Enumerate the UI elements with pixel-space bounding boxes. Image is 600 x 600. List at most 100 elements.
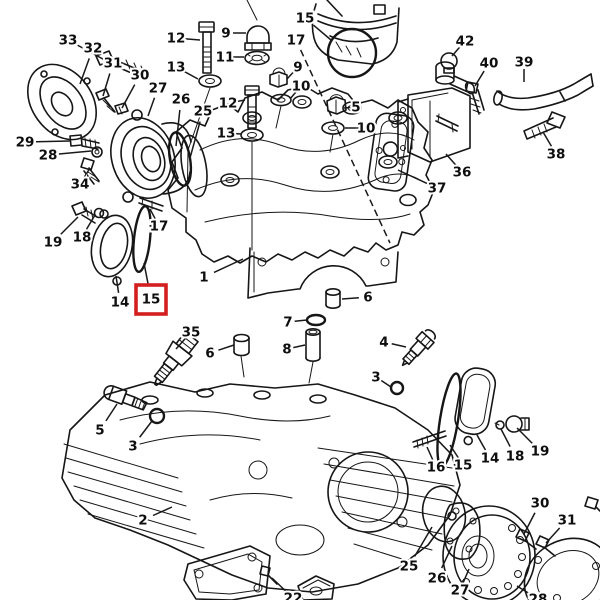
- plug-part-5a: [103, 385, 148, 411]
- ring-part-18b: [494, 420, 505, 430]
- carb-joint-part-27: [110, 109, 192, 203]
- leader-line-17: [149, 208, 157, 221]
- leader-line-14: [476, 434, 487, 451]
- cylinder-head-cover-part-1: [167, 85, 435, 299]
- part-callout-5: 5: [95, 423, 104, 439]
- leader-line-32: [79, 58, 90, 85]
- part-callout-6: 6: [363, 290, 372, 306]
- leader-line-40: [474, 70, 485, 87]
- leader-line-3: [380, 379, 392, 388]
- gasket-ring-part-25: [180, 134, 208, 198]
- part-callout-14: 14: [111, 295, 130, 311]
- leader-line-13: [183, 70, 199, 80]
- part-callout-9: 9: [221, 26, 230, 42]
- part-callout-8: 8: [282, 342, 291, 358]
- leader-line-14: [115, 275, 120, 294]
- part-callout-15: 15: [454, 458, 473, 474]
- part-callout-40: 40: [480, 56, 499, 72]
- cap-nut-part-9a: [244, 25, 272, 51]
- part-callout-27: 27: [451, 583, 470, 599]
- plug-part-19b: [505, 415, 530, 433]
- part-callout-42: 42: [456, 34, 475, 50]
- part-callout-25: 25: [194, 104, 213, 120]
- leader-line-15: [449, 444, 460, 459]
- leader-line-10: [289, 90, 298, 100]
- nut-part-30: [114, 102, 129, 115]
- screw-part-31b: [535, 535, 556, 557]
- bolt-part-34: [80, 157, 100, 185]
- leader-line-19: [60, 216, 79, 235]
- leader-line-19: [516, 427, 533, 444]
- o-ring-part-3a: [389, 380, 405, 396]
- leader-line-31: [102, 73, 111, 97]
- part-callout-17: 17: [150, 219, 169, 235]
- leader-line-35: [175, 337, 187, 350]
- leader-line-28: [516, 585, 532, 596]
- washer-part-11a: [244, 50, 270, 66]
- bolt-part-12b: [244, 85, 260, 129]
- washer-part-10a: [270, 93, 292, 129]
- stud-part-17-right: [435, 113, 459, 133]
- leader-line-18: [500, 428, 511, 447]
- leader-line-36: [445, 153, 457, 167]
- bolt-part-31: [95, 88, 116, 113]
- leader-line-28: [58, 150, 92, 155]
- cylinder-head-part-2: [61, 381, 461, 593]
- part-callout-11: 11: [216, 50, 235, 66]
- intake-boot-top: [311, 0, 400, 65]
- part-callout-28: 28: [39, 148, 58, 164]
- sensor-part-4: [401, 329, 437, 367]
- leader-line-16: [426, 446, 434, 461]
- part-callout-35: 35: [182, 325, 201, 341]
- part-callout-37: 37: [428, 181, 447, 197]
- part-callout-18: 18: [506, 449, 525, 465]
- leader-line-18: [85, 214, 96, 230]
- part-callout-9: 9: [293, 60, 302, 76]
- breather-box-part-36: [397, 61, 476, 163]
- cap-nut-part-9b: [269, 67, 288, 88]
- part-callout-6: 6: [205, 346, 214, 362]
- part-callout-17: 17: [287, 33, 306, 49]
- oval-cover-part-32: [26, 63, 98, 141]
- leader-line-27: [147, 97, 156, 117]
- leader-line-12: [233, 99, 246, 103]
- cap-cover-part-14a: [90, 209, 134, 286]
- leader-line-9: [286, 70, 295, 80]
- stud-part-17-left: [138, 196, 164, 212]
- part-callout-33: 33: [59, 33, 78, 49]
- tube-part-8: [305, 327, 321, 384]
- hose-part-39: [493, 73, 594, 111]
- part-callout-18: 18: [73, 230, 92, 246]
- leader-line-13: [231, 132, 242, 135]
- part-callout-7: 7: [283, 315, 292, 331]
- part-callout-19: 19: [531, 444, 550, 460]
- leader-line-26: [440, 545, 453, 569]
- leader-line-1: [213, 258, 244, 274]
- leader-line-33: [77, 44, 113, 65]
- gasket-part-37: [367, 112, 415, 192]
- o-ring-part-28: [91, 146, 103, 158]
- leader-line-6: [341, 296, 359, 300]
- part-callout-4: 4: [379, 335, 388, 351]
- part-callout-1: 1: [199, 270, 208, 286]
- leader-line-25: [189, 121, 201, 159]
- bolt-part-33: [95, 50, 150, 80]
- part-callout-25: 25: [400, 559, 419, 575]
- leader-line-25: [413, 526, 433, 557]
- leader-line-6: [218, 344, 235, 351]
- leader-line-26: [175, 109, 181, 147]
- part-callout-29: 29: [16, 135, 35, 151]
- oval-cover-part-32b: [523, 537, 600, 600]
- part-callout-31: 31: [104, 56, 123, 72]
- spark-plug-part-35: [153, 331, 199, 387]
- part-callout-14: 14: [481, 451, 500, 467]
- leader-line-22: [271, 577, 287, 592]
- part-callout-28: 28: [529, 592, 548, 600]
- bolt-part-29: [69, 134, 100, 150]
- part-callout-12: 12: [219, 96, 238, 112]
- part-callout-3: 3: [371, 370, 380, 386]
- part-callout-39: 39: [515, 55, 534, 71]
